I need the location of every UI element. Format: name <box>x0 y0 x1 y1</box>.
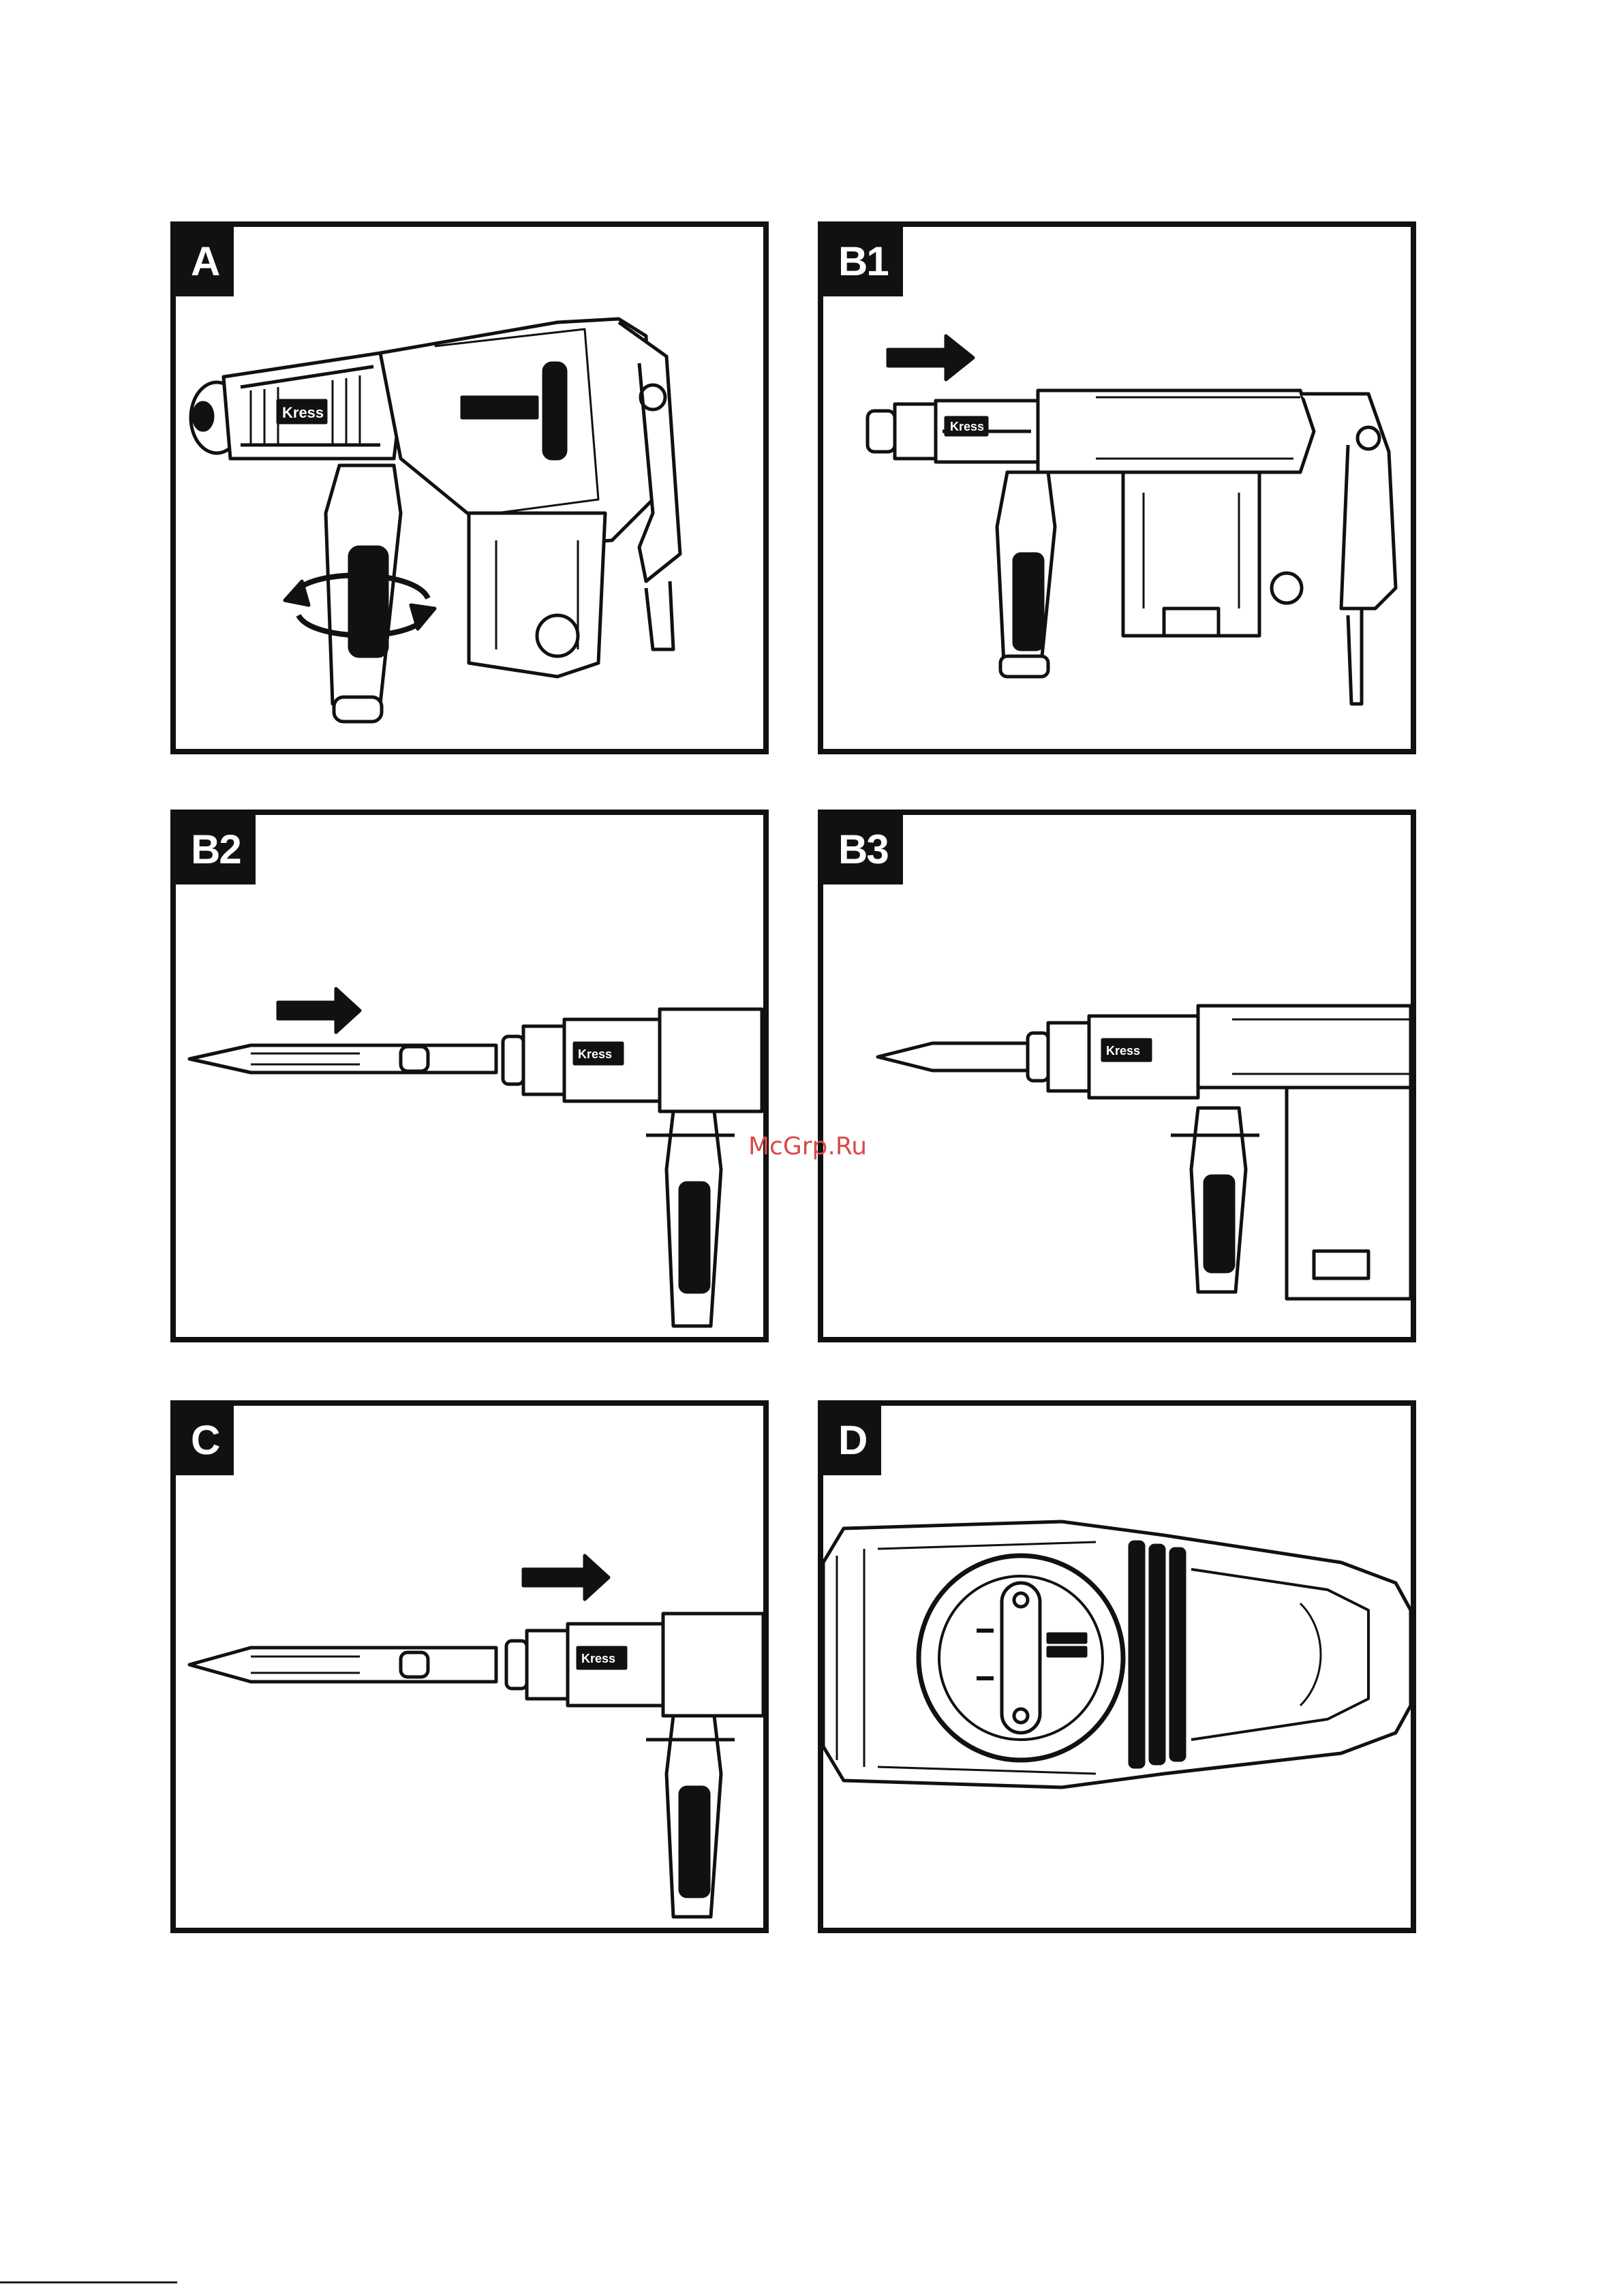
brand-logo: Kress <box>950 420 984 433</box>
brand-logo: Kress <box>578 1047 612 1061</box>
watermark-text: McGrp.Ru <box>748 1133 867 1160</box>
chisel-insertion-illustration: Kress <box>176 815 763 1337</box>
rotary-hammer-illustration: Kress <box>176 227 763 749</box>
figure-panel-c: C Kress <box>170 1400 769 1933</box>
footer-divider <box>0 2281 177 2283</box>
chisel-removal-illustration: Kress <box>176 1406 763 1928</box>
figure-panel-d: D <box>818 1400 1416 1933</box>
figure-panel-b2: B2 Kress <box>170 810 769 1342</box>
figure-panel-b1: B1 Kress <box>818 221 1416 754</box>
figure-panel-a: A <box>170 221 769 754</box>
brand-logo: Kress <box>282 404 324 421</box>
brand-logo: Kress <box>581 1652 615 1665</box>
brand-logo: Kress <box>1106 1044 1140 1058</box>
chisel-installed-illustration: Kress <box>823 815 1411 1337</box>
top-view-mode-selector-illustration <box>823 1406 1411 1928</box>
rotary-hammer-side-illustration: Kress <box>823 227 1411 749</box>
figure-panel-b3: B3 Kress <box>818 810 1416 1342</box>
